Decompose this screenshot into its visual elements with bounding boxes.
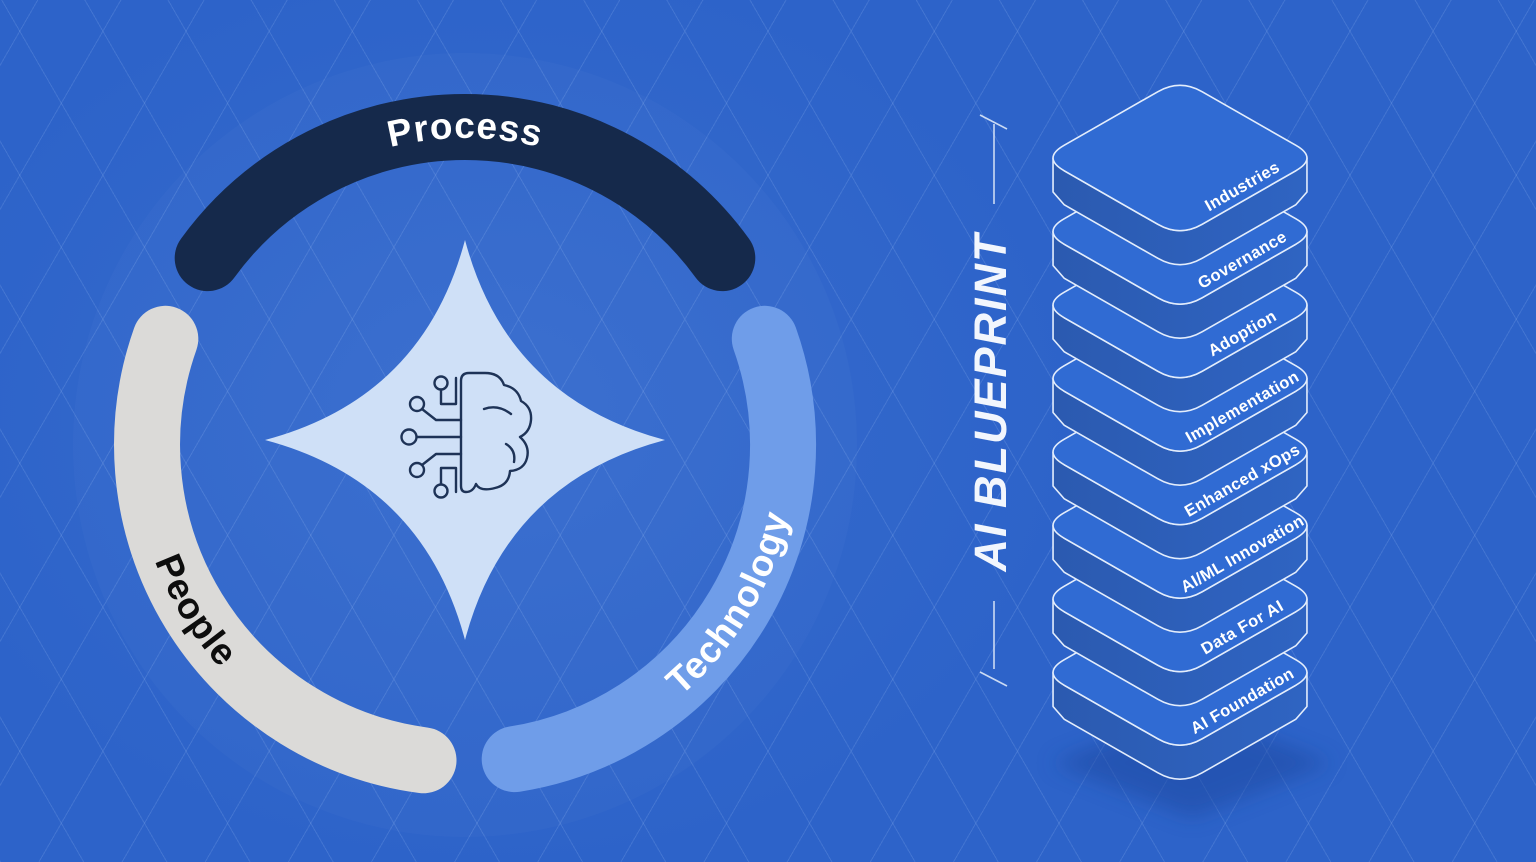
stack-layer-industries: Industries <box>1052 84 1308 266</box>
brain-lobe-line <box>482 406 513 416</box>
brain-circuit-icon <box>400 371 533 499</box>
circuit-node <box>408 461 426 479</box>
people-arc <box>114 305 457 794</box>
circuit-trace <box>439 376 458 406</box>
brain-outline <box>459 371 533 494</box>
brain-lobe-line <box>504 442 516 464</box>
blueprint-title: AI BLUEPRINT <box>965 231 1016 573</box>
blueprint-stack: AI Foundation Data For AI AI/ML Innovati… <box>965 84 1332 818</box>
dimension-tick-bottom <box>979 671 1008 687</box>
circuit-trace <box>420 452 463 467</box>
circuit-trace <box>420 407 463 422</box>
circuit-node <box>408 395 426 413</box>
technology-arc <box>481 305 817 793</box>
center-star <box>265 240 665 640</box>
circuit-trace <box>439 466 458 494</box>
process-arc <box>174 94 756 292</box>
blueprint-dimension: AI BLUEPRINT <box>965 114 1016 687</box>
ring-diagram: Process Technology People <box>114 94 817 794</box>
dimension-tick-top <box>979 114 1008 130</box>
